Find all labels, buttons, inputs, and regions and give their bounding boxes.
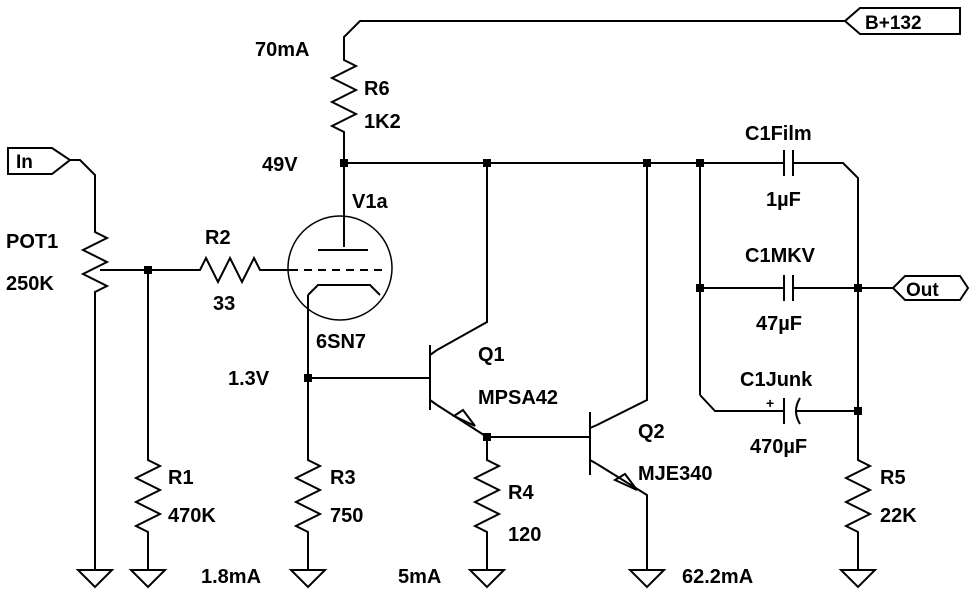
plate-voltage-label: 49V xyxy=(262,154,298,176)
r4-ref: R4 xyxy=(508,482,534,504)
r1-ref: R1 xyxy=(168,467,194,489)
r4-current-label: 5mA xyxy=(398,566,441,588)
q2-type: MJE340 xyxy=(638,463,713,485)
supply-port: B+132 xyxy=(843,7,961,35)
input-port: In xyxy=(7,147,72,175)
vacuum-tube-v1a: V1a 6SN7 xyxy=(287,191,393,353)
supply-port-label: B+132 xyxy=(865,13,922,34)
c1junk-ref: C1Junk xyxy=(740,369,813,391)
r2-ref: R2 xyxy=(205,227,231,249)
c1junk-polarity: + xyxy=(766,395,774,411)
c1mkv-value: 47µF xyxy=(756,313,802,335)
c1mkv-ref: C1MKV xyxy=(745,245,816,267)
capacitor-c1film: C1Film 1µF xyxy=(745,123,812,211)
transistor-q2: Q2 MJE340 xyxy=(589,412,713,491)
c1film-ref: C1Film xyxy=(745,123,812,145)
ground-icon xyxy=(128,569,168,589)
junction-dots xyxy=(144,159,862,441)
resistor-r6: R6 1K2 xyxy=(329,50,401,142)
r3-ref: R3 xyxy=(330,467,356,489)
wires xyxy=(70,20,893,570)
pot1-value: 250K xyxy=(6,273,54,295)
r6-ref: R6 xyxy=(364,78,390,100)
ground-symbols xyxy=(75,569,878,589)
output-port: Out xyxy=(891,275,970,301)
ground-icon xyxy=(838,569,878,589)
q2-ref: Q2 xyxy=(638,421,665,443)
q1-ref: Q1 xyxy=(478,344,505,366)
r4-value: 120 xyxy=(508,524,541,546)
resistor-r4: R4 120 xyxy=(472,450,541,546)
r3-current-label: 1.8mA xyxy=(201,566,261,588)
ground-icon xyxy=(288,569,328,589)
c1junk-value: 470µF xyxy=(750,436,807,458)
annotations: 70mA 49V 1.3V 1.8mA 5mA 62.2mA xyxy=(201,39,753,588)
r5-ref: R5 xyxy=(880,467,906,489)
ground-icon xyxy=(467,569,507,589)
resistor-r1: R1 470K xyxy=(133,450,216,540)
potentiometer-pot1: POT1 250K xyxy=(6,225,110,300)
tube-ref: V1a xyxy=(352,191,388,213)
cathode-voltage-label: 1.3V xyxy=(228,368,270,390)
r3-value: 750 xyxy=(330,505,363,527)
r1-value: 470K xyxy=(168,505,216,527)
resistor-r5: R5 22K xyxy=(843,450,917,540)
capacitor-c1junk: + C1Junk 470µF xyxy=(740,369,813,458)
resistor-r3: R3 750 xyxy=(293,450,363,540)
ground-icon xyxy=(627,569,667,589)
capacitor-c1mkv: C1MKV 47µF xyxy=(745,245,816,335)
output-port-label: Out xyxy=(906,280,939,301)
ground-icon xyxy=(75,569,115,589)
r6-value: 1K2 xyxy=(364,111,401,133)
supply-current-label: 70mA xyxy=(255,39,309,61)
r5-value: 22K xyxy=(880,505,917,527)
pot1-ref: POT1 xyxy=(6,231,58,253)
c1film-value: 1µF xyxy=(766,189,801,211)
tube-type: 6SN7 xyxy=(316,331,366,353)
r2-value: 33 xyxy=(213,293,235,315)
q2-current-label: 62.2mA xyxy=(682,566,753,588)
resistor-r2: R2 33 xyxy=(190,227,266,315)
input-port-label: In xyxy=(16,152,33,173)
q1-type: MPSA42 xyxy=(478,387,558,409)
transistor-q1: Q1 MPSA42 xyxy=(429,344,558,427)
